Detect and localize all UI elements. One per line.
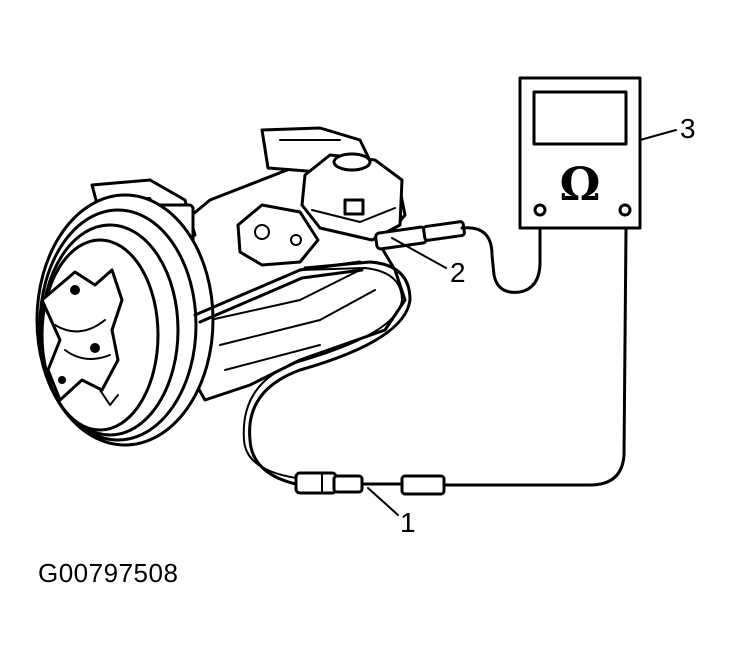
callout-1: 1	[400, 507, 416, 538]
meter-jack-left	[533, 203, 547, 217]
ohm-symbol: Ω	[560, 157, 601, 211]
leader-3	[639, 129, 677, 141]
bracket-hole	[254, 224, 270, 240]
meter-lead-top	[460, 226, 542, 294]
mount-bracket	[236, 203, 320, 267]
ohmmeter-display	[532, 90, 628, 146]
meter-jack-right	[618, 203, 632, 217]
leader-1	[367, 487, 399, 516]
clutch-pulley-groove-1	[38, 208, 198, 442]
switch-terminal	[343, 198, 365, 216]
connector-2	[374, 220, 466, 251]
connector-1	[294, 471, 364, 495]
callout-2: 2	[450, 257, 466, 288]
sensor-lead-wire	[248, 260, 412, 487]
figure-code: G00797508	[38, 558, 179, 588]
switch-cap	[332, 152, 372, 172]
compressor-illustration	[35, 126, 407, 447]
leader-2	[391, 237, 447, 269]
meter-probe-bottom	[400, 474, 446, 496]
ohmmeter: Ω	[518, 76, 642, 230]
body-contour	[209, 269, 376, 371]
callout-3: 3	[680, 113, 696, 144]
armature-plate	[40, 268, 124, 402]
